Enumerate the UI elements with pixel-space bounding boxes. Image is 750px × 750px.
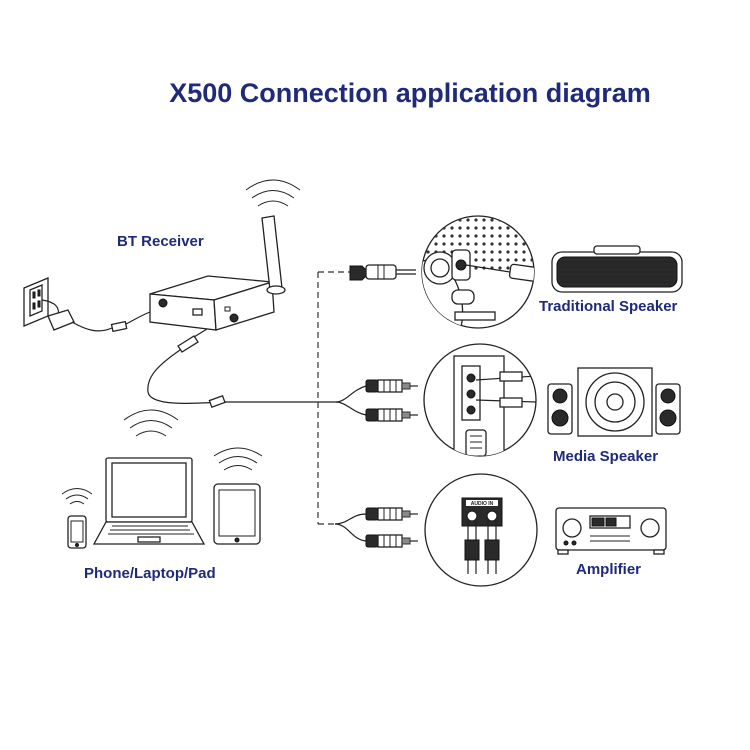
label-amplifier: Amplifier xyxy=(576,561,642,578)
wall-socket-icon xyxy=(23,277,49,327)
tablet-icon xyxy=(213,483,261,545)
laptop-icon xyxy=(92,457,206,545)
distribution-lines xyxy=(317,271,367,542)
zoom-amplifier-input: AUDIO IN xyxy=(424,473,538,587)
amplifier-panel-label: AUDIO IN xyxy=(471,501,494,507)
label-traditional-speaker: Traditional Speaker xyxy=(539,298,678,315)
label-bt-receiver: BT Receiver xyxy=(117,233,204,250)
zoom-media-speaker-input xyxy=(423,343,537,457)
amplifier-icon xyxy=(555,507,667,555)
diagram-title: X500 Connection application diagram xyxy=(169,78,651,108)
tablet-wifi-waves-icon xyxy=(213,447,263,471)
rca-plug-icon xyxy=(365,379,418,548)
phone-wifi-waves-icon xyxy=(61,488,93,505)
phone-icon xyxy=(67,515,87,549)
boombox-icon xyxy=(551,245,683,293)
label-media-speaker: Media Speaker xyxy=(553,448,659,465)
receiver-wifi-waves-icon xyxy=(245,179,301,207)
bt-receiver-device xyxy=(149,275,275,331)
antenna-icon xyxy=(261,215,286,295)
label-phone-laptop-pad: Phone/Laptop/Pad xyxy=(84,565,216,582)
laptop-wifi-waves-icon xyxy=(123,409,179,437)
power-adapter-icon xyxy=(41,299,151,333)
aux-cable xyxy=(147,328,320,408)
subwoofer-icon xyxy=(547,367,681,437)
aux-plug-icon xyxy=(349,264,416,281)
zoom-traditional-speaker-input xyxy=(421,215,535,329)
